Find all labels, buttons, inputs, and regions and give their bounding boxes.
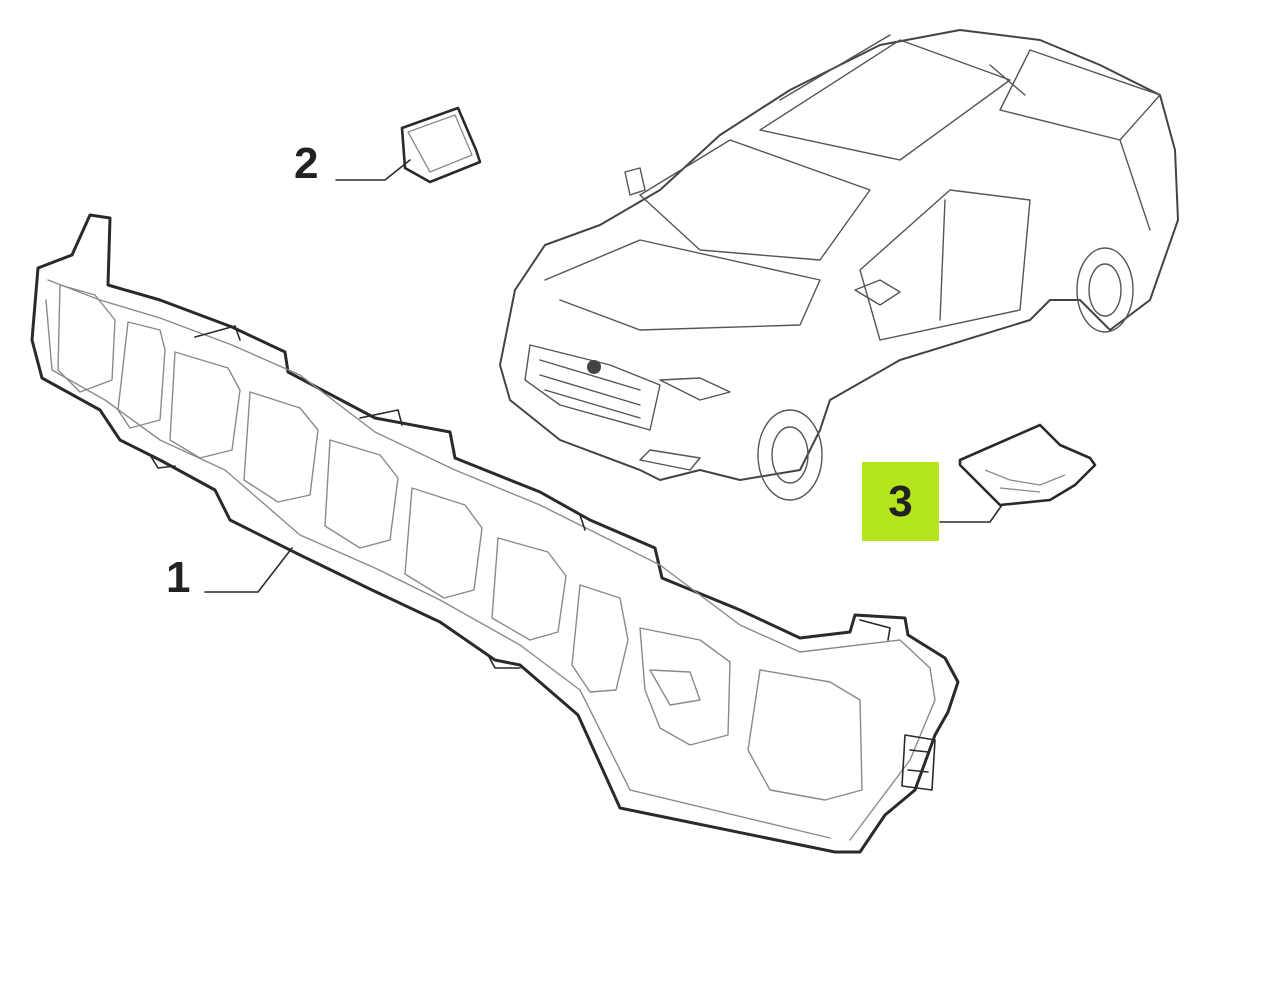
plate-3-outline <box>958 423 1097 507</box>
absorber-pocket-b <box>117 321 166 429</box>
vehicle-headlight <box>639 377 731 471</box>
callout-label-3[interactable]: 3 <box>888 477 913 526</box>
absorber-end-bracket <box>901 734 936 791</box>
vehicle-hood <box>544 239 821 331</box>
absorber-pocket-d <box>243 391 319 503</box>
bracket-part-2 <box>400 106 482 184</box>
absorber-pocket-h <box>571 584 629 693</box>
callout-3-highlight <box>862 462 939 541</box>
leader-line-1 <box>204 547 293 593</box>
absorber-pocket-f <box>404 487 483 599</box>
absorber-bottom-clips <box>149 454 521 669</box>
vehicle-grille <box>524 344 661 431</box>
plate-part-3 <box>958 423 1097 507</box>
vehicle-bed <box>999 49 1161 231</box>
vehicle-badge-icon <box>587 360 601 374</box>
leader-lines <box>204 159 1003 593</box>
callout-label-2[interactable]: 2 <box>294 139 319 188</box>
absorber-pocket-k <box>747 669 863 801</box>
absorber-outline <box>30 213 960 854</box>
vehicle-front-wheel-rim <box>771 426 809 484</box>
absorber-pocket-g <box>491 537 567 641</box>
absorber-pocket-e <box>324 439 399 549</box>
leader-line-2 <box>335 159 411 181</box>
absorber-pocket-a <box>57 284 116 393</box>
vehicle-doors <box>859 189 1031 341</box>
absorber-top-tabs <box>194 325 891 641</box>
absorber-pocket-i <box>639 627 731 746</box>
leader-line-3 <box>939 504 1003 523</box>
vehicle-mirror <box>624 167 901 306</box>
vehicle-windshield <box>639 139 871 261</box>
vehicle-rear-wheel-rim <box>1088 263 1122 317</box>
vehicle-rear-wheel <box>1076 247 1134 333</box>
absorber-pocket-j <box>649 669 701 706</box>
vehicle-body <box>499 29 1179 481</box>
callout-3-box[interactable]: 3 <box>862 462 939 541</box>
bumper-absorber-part-1 <box>30 213 960 854</box>
vehicle-roof-rails <box>759 34 1026 161</box>
vehicle-overview <box>499 29 1179 501</box>
absorber-pocket-c <box>169 351 241 459</box>
callout-label-1[interactable]: 1 <box>166 553 191 602</box>
bracket-2-face <box>407 114 473 173</box>
plate-3-detail <box>984 469 1066 493</box>
absorber-inner-edge <box>45 279 936 841</box>
vehicle-front-wheel <box>757 409 823 501</box>
